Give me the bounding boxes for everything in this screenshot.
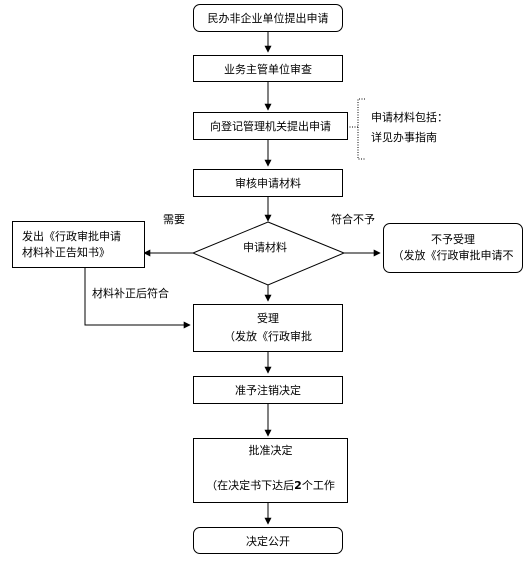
step-publish: 决定公开 [193,527,343,554]
note-text: 申请材料包括： 详见办事指南 [371,110,448,146]
edge-label-after-correction: 材料补正后符合 [92,287,169,300]
step-publish-label: 决定公开 [246,534,290,548]
step-apply: 民办非企业单位提出申请 [193,4,343,32]
note-bracket [357,98,365,160]
step-correction: 发出《行政审批申请 材料补正告知书》 [12,221,145,268]
step-correction-line-2: 材料补正告知书》 [22,245,110,259]
step-audit: 审核申请材料 [193,169,343,197]
step-submit-label: 向登记管理机关提出申请 [210,120,331,133]
step-apply-label: 民办非企业单位提出申请 [207,12,329,25]
step-approve-line-2-num: 2 [294,479,302,492]
arrow-correction-to-accept [84,268,191,329]
note-line-2: 详见办事指南 [371,131,437,144]
step-reject-line-2: （发放《行政审批申请不 [392,249,514,262]
step-accept-line-1: 受理 [257,312,279,325]
step-correction-line-1: 发出《行政审批申请 [22,229,121,243]
decision-diamond [191,221,346,286]
step-review: 业务主管单位审查 [193,55,343,82]
step-reject-line-1: 不予受理 [431,233,475,246]
step-approve: 批准决定 （在决定书下达后2个工作 [193,438,348,503]
step-submit: 向登记管理机关提出申请 [193,112,348,140]
step-approve-line-2-pre: （在决定书下达后 [206,479,295,492]
edge-label-need: 需要 [163,213,185,226]
step-approve-line-1: 批准决定 [248,444,293,457]
step-reject: 不予受理 （发放《行政审批申请不 [383,223,523,273]
step-approve-cancel: 准予注销决定 [193,376,343,404]
step-review-label: 业务主管单位审查 [224,62,312,76]
step-approve-cancel-label: 准予注销决定 [235,384,301,397]
note-line-1: 申请材料包括： [371,111,448,124]
step-approve-line-2: （在决定书下达后2个工作 [206,478,335,494]
edge-label-not-comply: 符合不予 [331,213,375,226]
decision-label: 申请材料 [243,241,287,254]
step-accept-line-2: （发放《行政审批 [224,330,312,343]
step-approve-line-2-post: 个工作 [301,479,335,492]
step-accept: 受理 （发放《行政审批 [193,304,343,352]
step-audit-label: 审核申请材料 [235,177,301,190]
